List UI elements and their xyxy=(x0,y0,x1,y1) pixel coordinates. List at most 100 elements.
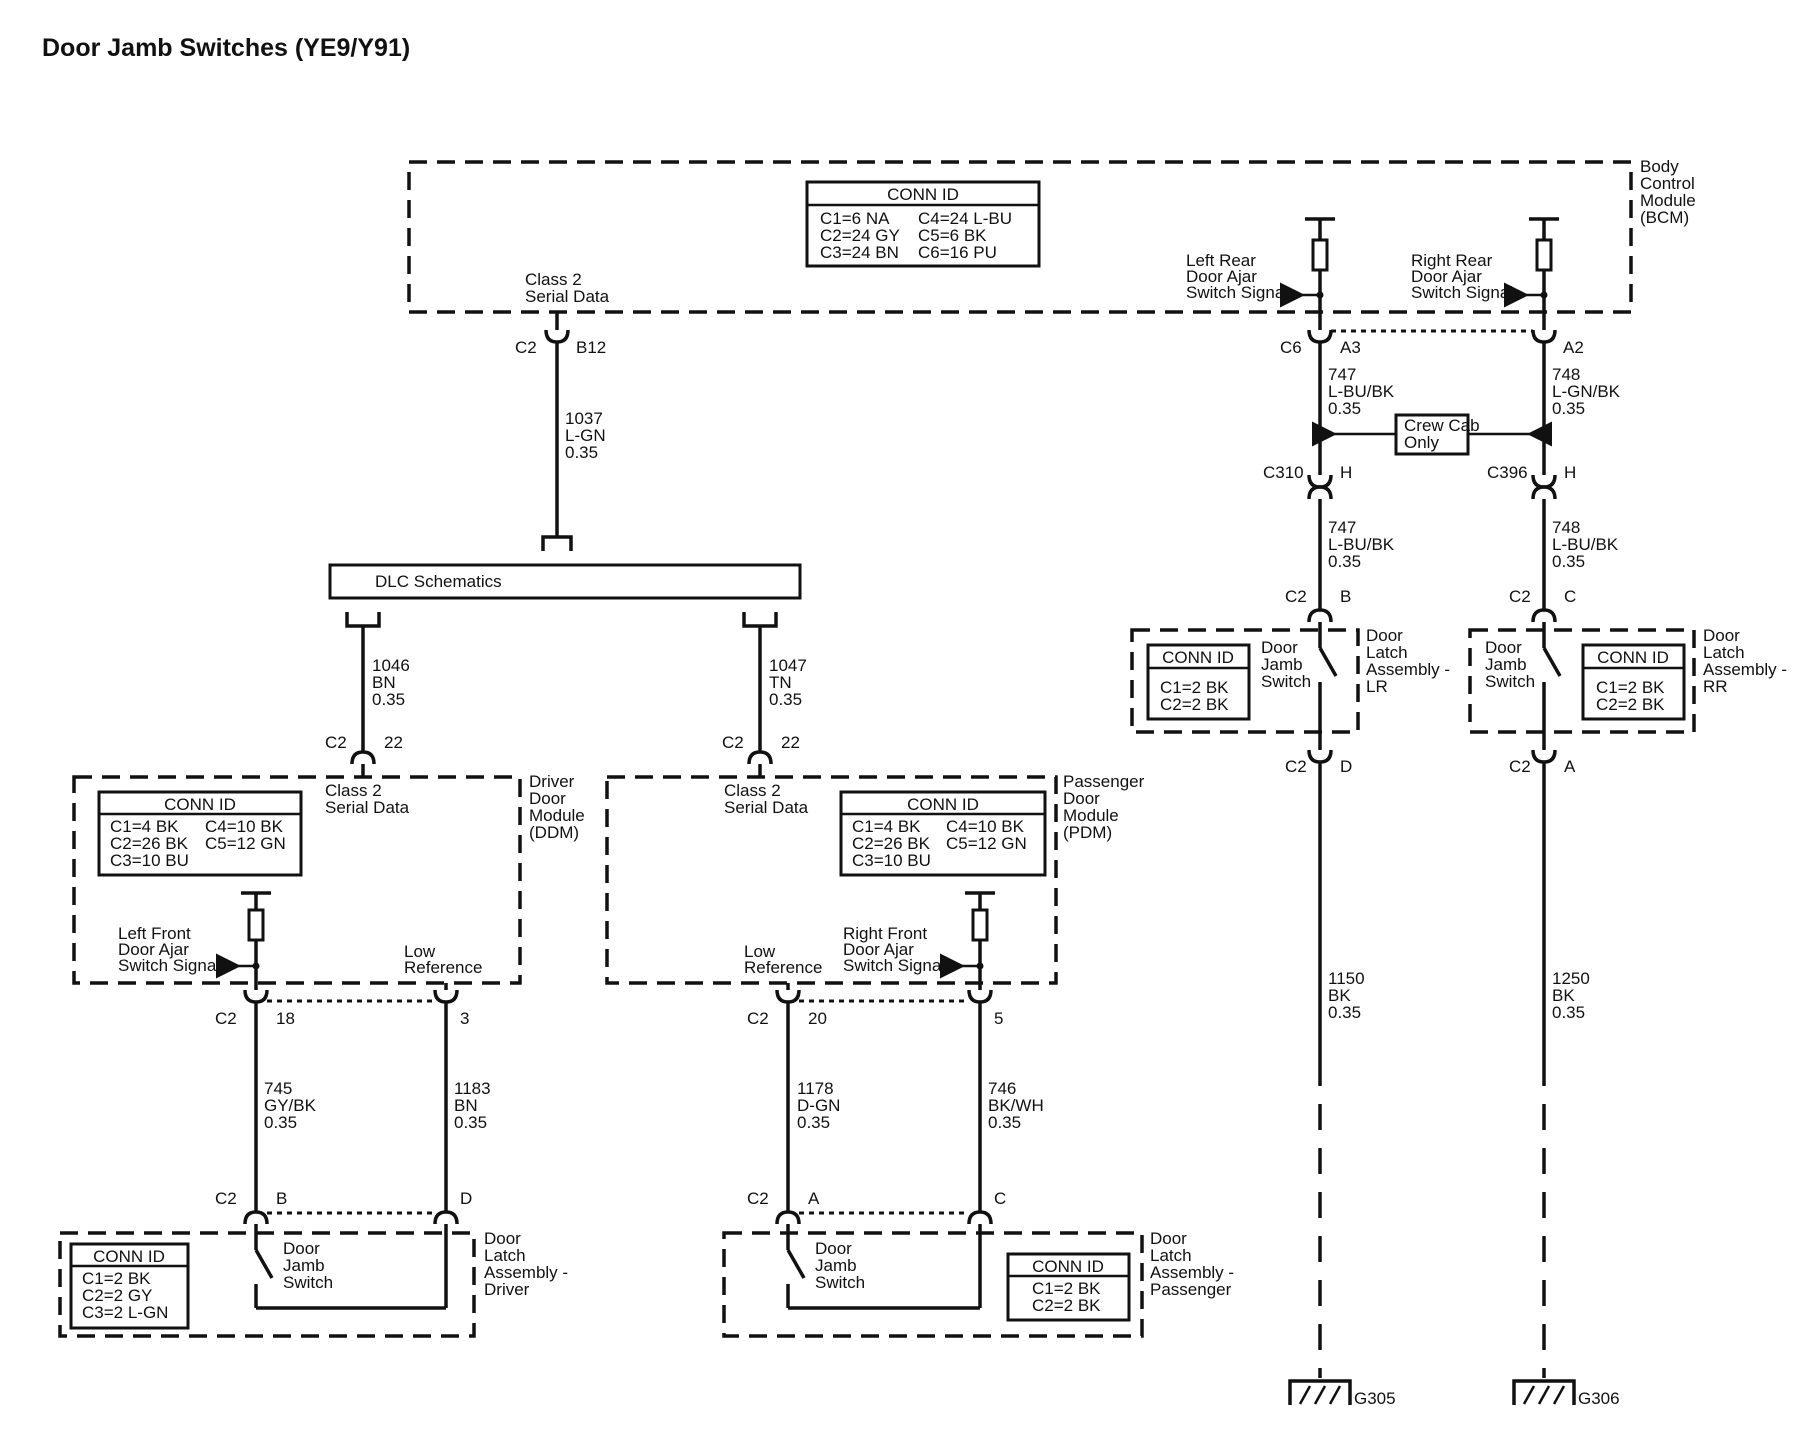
rf-resistor-icon xyxy=(971,908,989,942)
pdm-name-2: Door xyxy=(1063,789,1100,808)
drv-latch-d-connector-icon xyxy=(433,1210,459,1225)
latch-lr-conn-header: CONN ID xyxy=(1162,648,1234,667)
latch-driver-name-1: Door xyxy=(484,1229,521,1248)
bcm-lr-signal-2: Door Ajar xyxy=(1186,267,1257,286)
ground-g305-icon xyxy=(1288,1379,1352,1405)
wire-748b-circuit: 748 xyxy=(1552,518,1580,537)
wire-747a-color: L-BU/BK xyxy=(1328,382,1395,401)
c310-connector-bottom-icon xyxy=(1307,485,1333,500)
pdm-out-c-label: C2 xyxy=(747,1009,769,1028)
pdm-conn-3a: C3=10 BU xyxy=(852,851,931,870)
ddm-conn-1a: C1=4 BK xyxy=(110,817,179,836)
pdm-input-pin-label: 22 xyxy=(781,733,800,752)
wire-747b-size: 0.35 xyxy=(1328,552,1361,571)
latch-driver-conn-2: C2=2 GY xyxy=(82,1286,152,1305)
dlc-schematics-box[interactable] xyxy=(328,563,802,600)
pdm-conn-1b: C4=10 BK xyxy=(946,817,1025,836)
bcm-boundary xyxy=(407,160,1633,314)
dlc-top-connector-icon xyxy=(541,535,573,551)
wire-1250-size: 0.35 xyxy=(1552,1003,1585,1022)
wire-1183-color: BN xyxy=(454,1096,478,1115)
wire-747a-circuit: 747 xyxy=(1328,365,1356,384)
wire-745-size: 0.35 xyxy=(264,1113,297,1132)
ddm-conn-1b: C4=10 BK xyxy=(205,817,284,836)
latch-passenger: Door Latch Assembly - Passenger CONN ID … xyxy=(722,1224,1234,1338)
wire-1178-circuit: 1178 xyxy=(797,1079,834,1098)
latch-lr-name-1: Door xyxy=(1366,626,1403,645)
wire-746-color: BK/WH xyxy=(988,1096,1044,1115)
ddm-conn-3a: C3=10 BU xyxy=(110,851,189,870)
latch-passenger-boundary xyxy=(722,1231,1144,1338)
ddm-input-connector-icon xyxy=(350,750,376,765)
latch-lr-switch-3: Switch xyxy=(1261,672,1311,691)
pdm-signal-2: Door Ajar xyxy=(843,940,914,959)
wire-1047-size: 0.35 xyxy=(769,690,802,709)
latch-driver-switch-2: Jamb xyxy=(283,1256,325,1275)
bcm-conn-id-table xyxy=(805,180,1041,268)
c310-pin-label: H xyxy=(1340,463,1352,482)
bcm-name-2: Control xyxy=(1640,174,1695,193)
lr-top-pin-label: B xyxy=(1340,587,1351,606)
ddm-out-18-connector-icon xyxy=(243,989,269,1004)
latch-rr-conn-table xyxy=(1581,643,1686,721)
wire-1037-size: 0.35 xyxy=(565,443,598,462)
pdm-name-4: (PDM) xyxy=(1063,823,1112,842)
wire-747b-color: L-BU/BK xyxy=(1328,535,1395,554)
ddm-out-3-connector-icon xyxy=(433,989,459,1004)
latch-passenger-conn-table xyxy=(1006,1252,1131,1322)
latch-driver-name-3: Assembly - xyxy=(484,1263,568,1282)
wire-746-circuit: 746 xyxy=(988,1079,1016,1098)
latch-rr-boundary xyxy=(1468,628,1696,734)
ddm-serial-data-2: Serial Data xyxy=(325,798,410,817)
pdm-name-3: Module xyxy=(1063,806,1119,825)
ground-g306-icon xyxy=(1512,1379,1576,1405)
bcm-b12-label: B12 xyxy=(576,338,606,357)
crew-cab-label-1: Crew Cab xyxy=(1404,416,1480,435)
ddm-input-pin-label: 22 xyxy=(384,733,403,752)
passenger-jamb-switch-icon xyxy=(786,1249,806,1279)
bcm-conn-2a: C2=24 GY xyxy=(820,226,900,245)
latch-passenger-name-4: Passenger xyxy=(1150,1280,1232,1299)
bcm-c2-label: C2 xyxy=(515,338,537,357)
ddm-conn-id-header: CONN ID xyxy=(164,795,236,814)
latch-rr-switch-1: Door xyxy=(1485,638,1522,657)
lr-bot-pin-label: D xyxy=(1340,757,1352,776)
latch-lr: Door Latch Assembly - LR CONN ID C1=2 BK… xyxy=(1130,622,1450,750)
pdm-name-1: Passenger xyxy=(1063,772,1145,791)
bcm-conn-3b: C6=16 PU xyxy=(918,243,997,262)
bcm-a2-connector-icon xyxy=(1531,329,1557,344)
pdm-out-5-connector-icon xyxy=(967,989,993,1004)
rr-top-pin-label: C xyxy=(1564,587,1576,606)
latch-passenger-name-1: Door xyxy=(1150,1229,1187,1248)
ddm-boundary xyxy=(72,775,522,985)
bcm-lr-signal-3: Switch Signal xyxy=(1186,283,1288,302)
latch-passenger-switch-1: Door xyxy=(815,1239,852,1258)
drv-latch-b-connector-icon xyxy=(243,1210,269,1225)
lr-latch-bottom-connector-icon xyxy=(1307,749,1333,764)
c396-pin-label: H xyxy=(1564,463,1576,482)
ddm-name-3: Module xyxy=(529,806,585,825)
lr-latch-top-connector-icon xyxy=(1307,608,1333,623)
ddm-module: Driver Door Module (DDM) Class 2 Serial … xyxy=(72,772,585,990)
bcm-name-4: (BCM) xyxy=(1640,208,1689,227)
dlc-left-connector-icon xyxy=(345,612,381,628)
latch-rr-name-3: Assembly - xyxy=(1703,660,1787,679)
latch-passenger-switch-3: Switch xyxy=(815,1273,865,1292)
bcm-serial-data-2: Serial Data xyxy=(525,287,610,306)
latch-rr: Door Latch Assembly - RR Door Jamb Switc… xyxy=(1468,622,1787,750)
lr-jamb-switch-icon xyxy=(1318,647,1338,677)
latch-lr-boundary xyxy=(1130,628,1360,734)
wire-1250-circuit: 1250 xyxy=(1552,969,1590,988)
latch-lr-name-3: Assembly - xyxy=(1366,660,1450,679)
latch-lr-switch-1: Door xyxy=(1261,638,1298,657)
latch-rr-switch-2: Jamb xyxy=(1485,655,1527,674)
drv-latch-pin1-label: B xyxy=(276,1189,287,1208)
ground-g306-label: G306 xyxy=(1578,1389,1620,1408)
crew-cab-box xyxy=(1394,413,1470,456)
wire-748b-color: L-BU/BK xyxy=(1552,535,1619,554)
latch-passenger-conn-1: C1=2 BK xyxy=(1032,1279,1101,1298)
driver-jamb-switch-icon xyxy=(254,1249,274,1279)
wire-747b-circuit: 747 xyxy=(1328,518,1356,537)
latch-lr-conn-table xyxy=(1146,643,1251,721)
latch-driver: Door Latch Assembly - Driver CONN ID C1=… xyxy=(58,1224,568,1338)
